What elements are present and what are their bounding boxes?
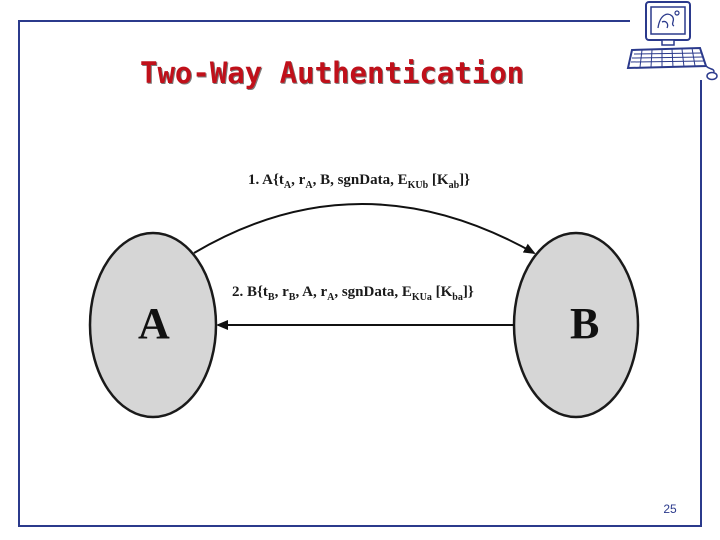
message-subscript: ba [452,292,463,303]
message-subscript: KUa [411,292,432,303]
arrow-message-1 [193,203,536,254]
page-number: 25 [663,502,677,516]
message-text: , r [291,172,306,188]
message-text: , r [274,284,289,300]
message-text: [K [431,284,453,300]
message-text: ]} [462,284,474,300]
message-subscript: A [327,292,335,303]
frame-bottom-line [18,525,702,527]
message-subscript: B [288,292,296,303]
message-text: , A, r [295,284,328,300]
message-1-label: 1. A{tA, rA, B, sgnData, EKUb [Kab]} [248,172,470,191]
computer-icon [626,1,718,81]
message-text: [K [428,172,449,188]
slide-title: Two-Way Authentication [140,56,525,90]
message-2-label: 2. B{tB, rB, A, rA, sgnData, EKUa [Kba]} [232,284,474,303]
frame-left-line [18,20,20,527]
message-text: , sgnData, E [334,284,412,300]
node-a-label: A [138,299,170,348]
message-subscript: ab [448,180,460,191]
frame-right-line [700,80,702,527]
node-b-label: B [570,299,600,348]
frame-top-line [20,20,630,22]
message-subscript: KUb [407,180,429,191]
message-subscript: A [305,180,313,191]
message-text: 1. A{t [248,172,284,188]
message-text: , B, sgnData, E [312,172,408,188]
message-subscript: A [283,180,292,191]
message-text: ]} [459,172,471,188]
message-subscript: B [267,292,275,303]
message-text: 2. B{t [232,284,268,300]
footer-band [20,492,700,525]
